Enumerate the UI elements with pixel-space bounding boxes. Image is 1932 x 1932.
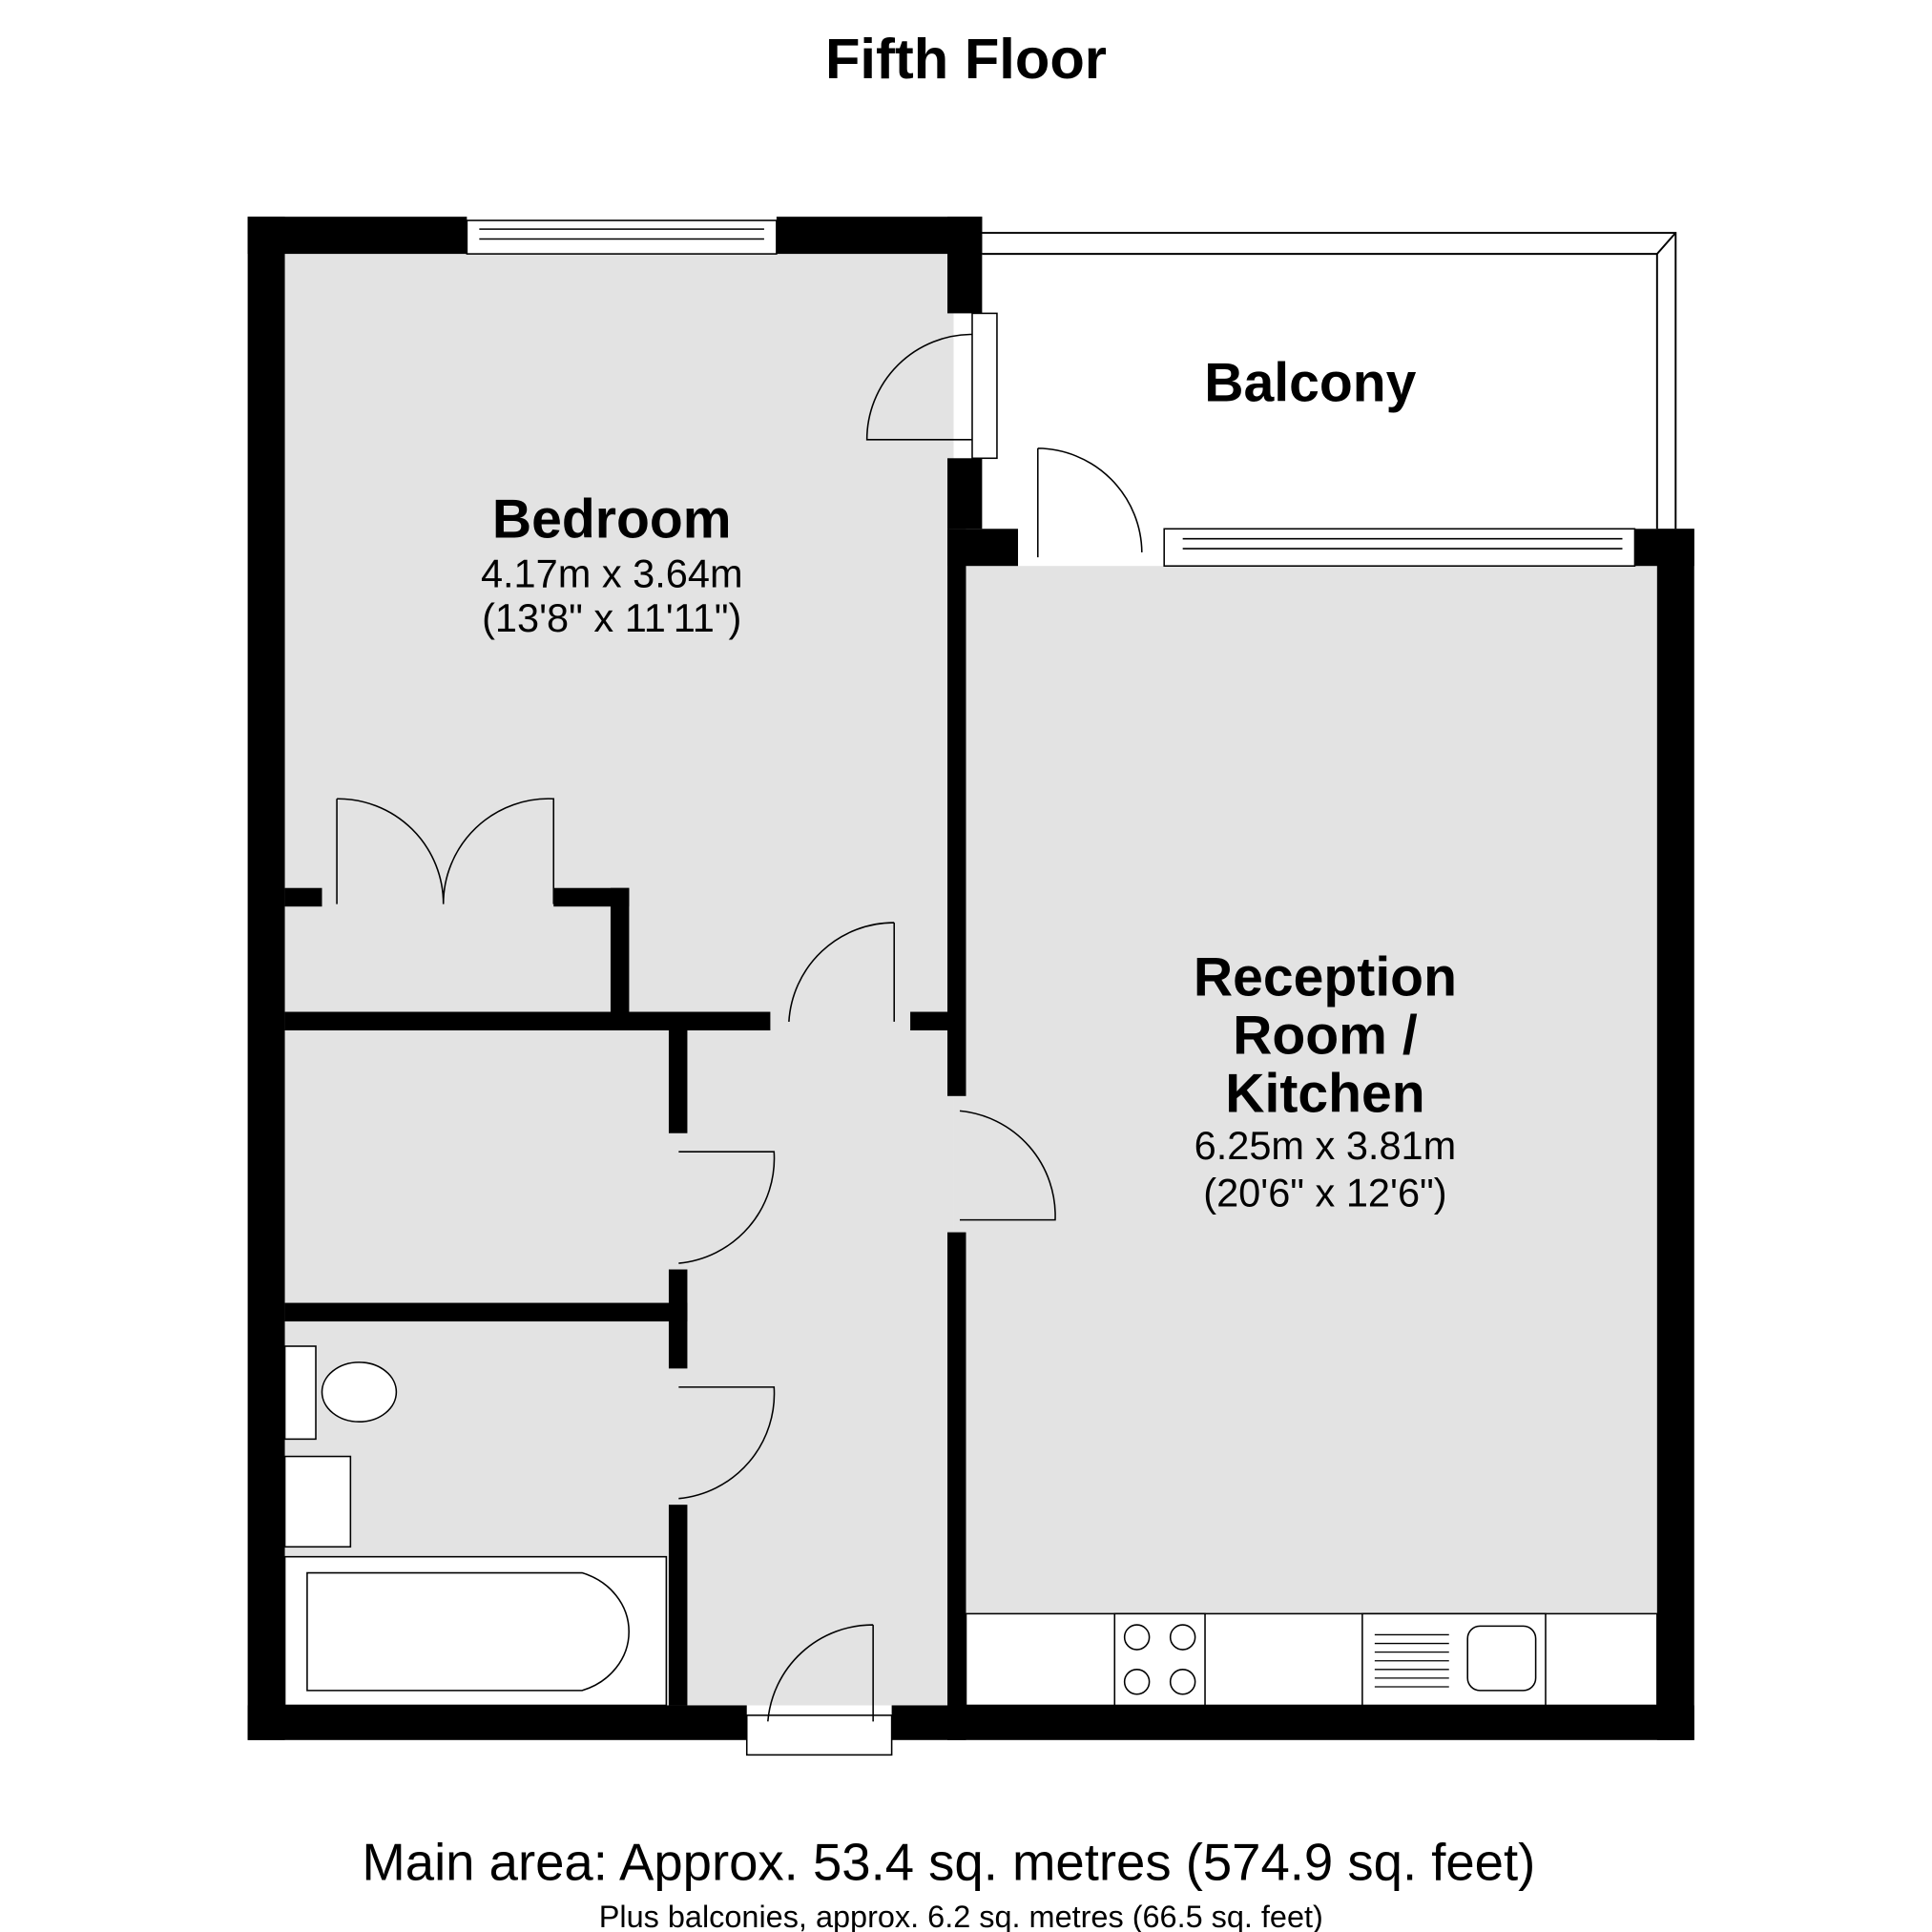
floor-title: Fifth Floor [825, 27, 1107, 91]
bath [306, 1571, 630, 1692]
reception-imperial: (20'6" x 12'6") [1203, 1170, 1446, 1215]
main-area-text: Main area: Approx. 53.4 sq. metres (574.… [362, 1833, 1535, 1891]
sink [1466, 1625, 1537, 1692]
kitchen-counter [965, 1612, 1658, 1707]
windows [466, 219, 1636, 1756]
bedroom-metric: 4.17m x 3.64m [481, 551, 743, 595]
bathroom-fixtures [283, 1345, 668, 1707]
reception-label-line-3: Kitchen [1225, 1064, 1424, 1125]
balcony [982, 232, 1677, 530]
reception-label-line-1: Reception [1194, 947, 1457, 1008]
balcony-area-text: Plus balconies, approx. 6.2 sq. metres (… [599, 1900, 1323, 1932]
bedroom-label: Bedroom [492, 488, 732, 550]
doors [336, 333, 1143, 1722]
toilet [321, 1361, 398, 1423]
walls [247, 217, 1694, 1740]
reception-metric: 6.25m x 3.81m [1195, 1123, 1457, 1168]
bedroom-imperial: (13'8" x 11'11") [482, 595, 741, 640]
balcony-label: Balcony [1204, 353, 1416, 414]
basin [283, 1455, 352, 1548]
reception-label-line-2: Room / [1233, 1006, 1418, 1067]
